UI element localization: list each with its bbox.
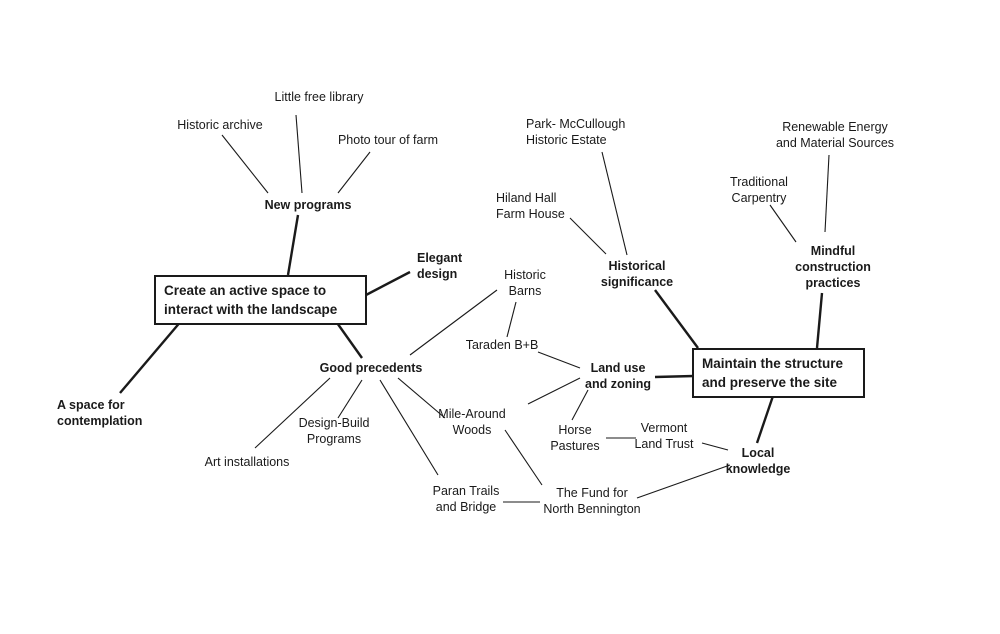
edge-milearound-fund [504,429,543,486]
node-maintain-structure: Maintain the structure and preserve the … [692,348,865,398]
edge-archive-newprograms [221,134,269,194]
node-art-installations: Art installations [204,455,290,469]
edge-barns-taraden [506,301,517,338]
node-renewable-energy: Renewable Energy and Material Sources [775,120,895,150]
edge-taraden-landuse [537,351,581,369]
node-historical-significance: Historical significance [600,259,674,289]
node-traditional-carpentry: Traditional Carpentry [730,175,788,205]
node-photo-tour: Photo tour of farm [337,133,439,147]
edge-parkmccullough-historical [601,151,628,256]
edge-create-elegant [365,270,411,297]
node-hiland-hall: Hiland Hall Farm House [496,191,565,221]
node-mile-around-woods: Mile-Around Woods [438,407,506,437]
node-land-use-zoning: Land use and zoning [585,361,651,391]
edge-carpentry-mindful [769,204,797,243]
edge-library-newprograms [295,114,303,194]
node-park-mccullough: Park- McCullough Historic Estate [526,117,626,147]
node-good-precedents: Good precedents [319,361,423,375]
edge-goodprecedents-art [254,377,331,449]
node-historic-barns: Historic Barns [504,268,546,298]
edge-phototour-newprograms [337,151,371,194]
node-elegant-design: Elegant design [417,251,463,281]
edge-mindful-maintain [815,292,824,349]
edge-landuse-horse [571,389,589,421]
edge-create-contemplation [119,319,183,394]
node-taraden: Taraden B+B [465,338,539,352]
node-space-contemplation: A space for contemplation [57,398,143,428]
node-horse-pastures: Horse Pastures [550,423,600,453]
edge-goodprecedents-paran [379,379,439,476]
edge-newprograms-create [286,214,300,276]
node-historic-archive: Historic archive [177,118,263,132]
edge-goodprecedents-designbuild [337,379,363,419]
node-create-active-space: Create an active space to interact with … [154,275,367,325]
edge-goodprecedents-barns [409,289,498,356]
edge-goodprecedents-milearound [397,377,446,419]
edge-milearound-landuse [527,377,581,405]
node-design-build: Design-Build Programs [298,416,370,446]
edge-fund-local [636,464,731,499]
edge-local-maintain [755,395,775,444]
node-little-free-library: Little free library [274,90,364,104]
edge-renewable-mindful [824,154,830,233]
node-paran-trails: Paran Trails and Bridge [432,484,500,514]
edge-historical-maintain [654,289,699,349]
node-mindful-construction: Mindful construction practices [795,244,871,290]
edge-landuse-maintain [654,374,695,379]
edge-create-goodprecedents [334,319,363,359]
edge-vlt-local [701,442,729,451]
node-new-programs: New programs [264,198,352,212]
edge-hiland-historical [569,217,607,255]
node-vermont-land-trust: Vermont Land Trust [634,421,694,451]
node-local-knowledge: Local knowledge [725,446,791,476]
node-fund-north-bennington: The Fund for North Bennington [543,486,641,516]
